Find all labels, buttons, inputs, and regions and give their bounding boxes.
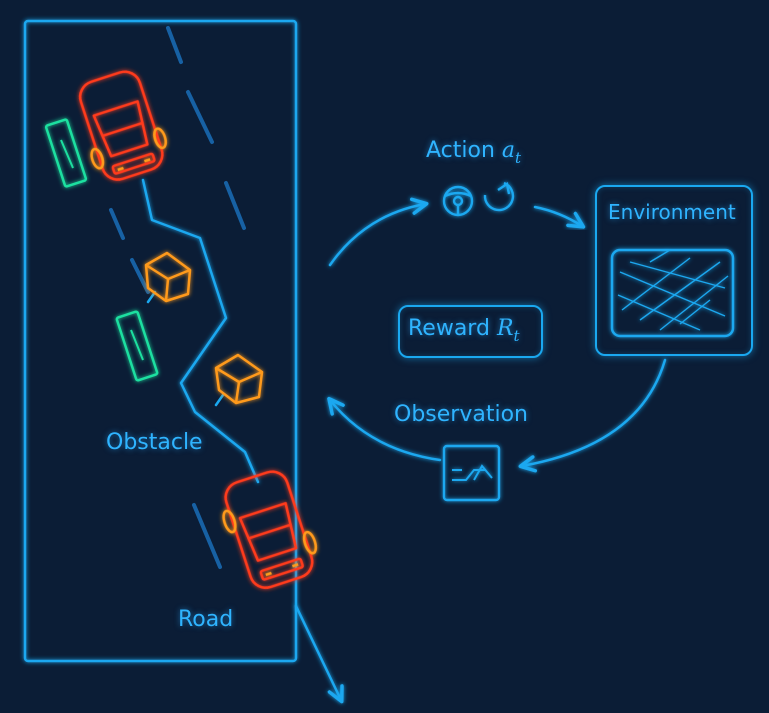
action-symbol: at xyxy=(501,138,521,167)
obstacle-box-2 xyxy=(214,353,264,405)
reward-symbol: Rt xyxy=(496,316,520,345)
arrow-environment-to-observation xyxy=(518,358,667,473)
lane-markings xyxy=(109,26,246,569)
reward-box xyxy=(398,305,543,358)
reward-label: Reward Rt xyxy=(408,316,520,345)
car-bottom xyxy=(222,470,318,590)
arrow-observation-to-agent xyxy=(327,396,442,462)
accelerator-gauge-icon xyxy=(483,181,515,212)
green-marker-middle xyxy=(115,310,159,382)
environment-map-icon xyxy=(610,248,735,338)
action-label: Action at xyxy=(426,138,521,167)
arrow-action-to-environment xyxy=(533,205,586,229)
arrow-to-action xyxy=(328,197,429,267)
steering-wheel-icon xyxy=(442,185,474,217)
road-exit-arrow xyxy=(294,604,344,704)
road-label: Road xyxy=(178,607,234,632)
car-top xyxy=(78,70,168,181)
obstacle-box-1 xyxy=(144,251,192,303)
obstacle-label: Obstacle xyxy=(106,430,203,455)
action-label-text: Action xyxy=(426,138,495,163)
observation-label: Observation xyxy=(394,402,528,427)
reward-symbol-letter: R xyxy=(496,316,514,341)
reward-label-text: Reward xyxy=(408,316,490,341)
vehicle-trajectory xyxy=(141,178,260,484)
environment-label: Environment xyxy=(608,200,736,224)
reward-symbol-subscript: t xyxy=(513,327,520,345)
action-symbol-letter: a xyxy=(501,138,516,163)
action-symbol-subscript: t xyxy=(515,149,522,167)
observation-sensor-icon xyxy=(442,444,501,502)
road-panel xyxy=(23,19,298,663)
environment-box xyxy=(595,185,753,356)
green-marker-top xyxy=(44,118,88,188)
